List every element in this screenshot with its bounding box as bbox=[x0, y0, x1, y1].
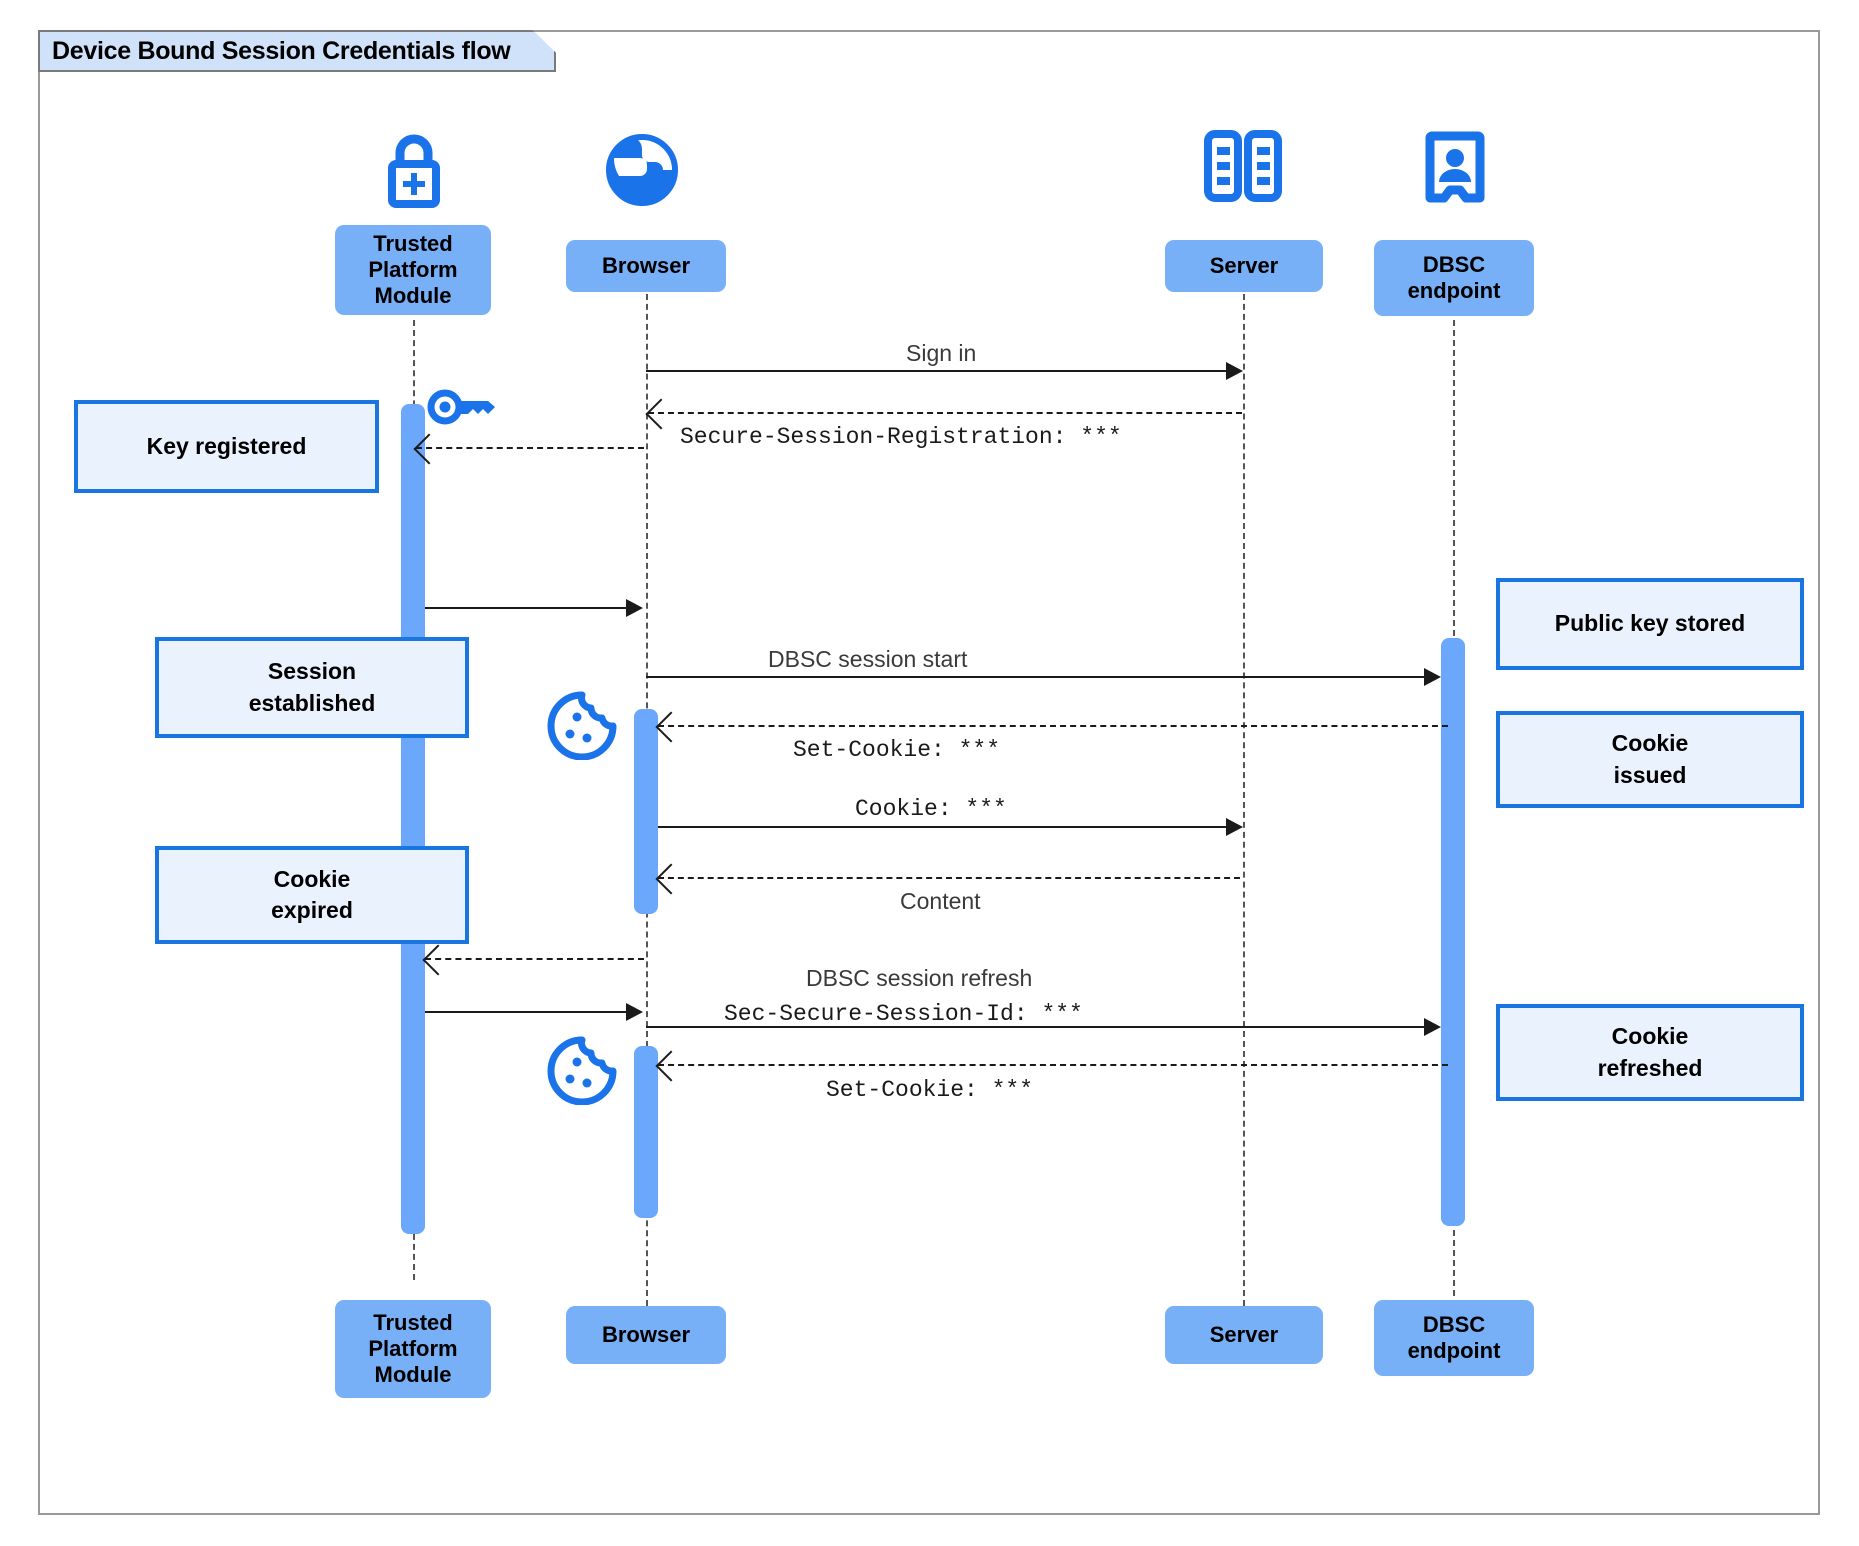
participant-label-line1: DBSC bbox=[1422, 252, 1486, 278]
note-cookie-expired: Cookie expired bbox=[155, 846, 469, 944]
message-label-content: Content bbox=[900, 888, 981, 914]
note-text-line1: Session bbox=[267, 658, 357, 685]
lifeline-server bbox=[1243, 284, 1245, 1306]
cookie-icon bbox=[546, 1035, 618, 1110]
participant-tpm-top[interactable]: Trusted Platform Module bbox=[335, 225, 491, 315]
activation-bar-browser-2 bbox=[634, 1046, 658, 1218]
message-arrow-tpm-to-browser-key bbox=[425, 607, 640, 609]
note-text-line2: issued bbox=[1613, 761, 1687, 788]
participant-label-line1: Trusted bbox=[373, 231, 453, 257]
note-public-key-stored: Public key stored bbox=[1496, 578, 1804, 670]
globe-icon bbox=[602, 130, 682, 215]
arrowhead-right bbox=[1424, 1018, 1441, 1036]
participant-label-line1: Trusted bbox=[373, 1310, 453, 1336]
participant-dbsc-top[interactable]: DBSC endpoint bbox=[1374, 240, 1534, 316]
arrowhead-right bbox=[1226, 362, 1243, 380]
message-arrow-set-cookie-1 bbox=[658, 725, 1448, 727]
activation-bar-browser-1 bbox=[634, 709, 658, 914]
participant-label-line3: Module bbox=[374, 282, 452, 308]
participant-label-line2: endpoint bbox=[1407, 1338, 1501, 1363]
participant-server-bottom[interactable]: Server bbox=[1165, 1306, 1323, 1364]
message-label-set-cookie-2: Set-Cookie: *** bbox=[826, 1077, 1034, 1103]
participant-browser-top[interactable]: Browser bbox=[566, 240, 726, 292]
participant-label-line2: endpoint bbox=[1407, 278, 1501, 303]
participant-label-line2: Platform bbox=[368, 1336, 458, 1362]
arrowhead-right bbox=[626, 1003, 643, 1021]
cookie-icon bbox=[546, 690, 618, 765]
diagram-title-tab: Device Bound Session Credentials flow bbox=[38, 30, 556, 72]
participant-label: Server bbox=[1209, 253, 1279, 279]
key-icon bbox=[425, 385, 497, 436]
participant-label-line2: Platform bbox=[368, 257, 458, 283]
note-key-registered: Key registered bbox=[74, 400, 379, 493]
participant-label: Server bbox=[1209, 1322, 1279, 1348]
note-session-established: Session established bbox=[155, 637, 469, 738]
participant-tpm-bottom[interactable]: Trusted Platform Module bbox=[335, 1300, 491, 1398]
message-arrow-secure-session-registration bbox=[648, 412, 1242, 414]
note-text: Public key stored bbox=[1554, 610, 1746, 637]
page-title: Device Bound Session Credentials flow bbox=[52, 36, 511, 65]
server-rack-icon bbox=[1200, 128, 1286, 209]
note-cookie-refreshed: Cookie refreshed bbox=[1496, 1004, 1804, 1101]
message-arrow-cookie bbox=[658, 826, 1240, 828]
message-label-dbsc-session-refresh: DBSC session refresh bbox=[806, 965, 1033, 991]
note-text-line1: Cookie bbox=[1611, 1023, 1689, 1050]
message-arrow-content bbox=[658, 877, 1240, 879]
participant-server-top[interactable]: Server bbox=[1165, 240, 1323, 292]
note-text-line2: established bbox=[248, 689, 376, 716]
note-cookie-issued: Cookie issued bbox=[1496, 711, 1804, 808]
id-badge-icon bbox=[1424, 130, 1486, 211]
message-arrow-dbsc-session-refresh bbox=[646, 1026, 1436, 1028]
message-arrow-tpm-to-browser-sign bbox=[425, 1011, 640, 1013]
arrowhead-right bbox=[626, 599, 643, 617]
lock-plus-icon bbox=[370, 128, 458, 215]
note-text: Key registered bbox=[146, 432, 307, 459]
message-label-secure-session-registration: Secure-Session-Registration: *** bbox=[680, 424, 1122, 450]
message-label-set-cookie-1: Set-Cookie: *** bbox=[793, 737, 1001, 763]
note-text-line1: Cookie bbox=[273, 865, 351, 892]
activation-bar-tpm bbox=[401, 404, 425, 1234]
message-label-sec-secure-session-id: Sec-Secure-Session-Id: *** bbox=[724, 1001, 1083, 1027]
message-label-cookie: Cookie: *** bbox=[855, 796, 1007, 822]
participant-label: Browser bbox=[601, 253, 691, 279]
activation-bar-dbsc bbox=[1441, 638, 1465, 1226]
message-label-sign-in: Sign in bbox=[906, 340, 977, 366]
participant-label-line3: Module bbox=[374, 1361, 452, 1387]
note-text-line2: refreshed bbox=[1597, 1054, 1703, 1081]
note-text-line1: Cookie bbox=[1611, 730, 1689, 757]
participant-label: Browser bbox=[601, 1322, 691, 1348]
arrowhead-right bbox=[1226, 818, 1243, 836]
participant-dbsc-bottom[interactable]: DBSC endpoint bbox=[1374, 1300, 1534, 1376]
arrowhead-right bbox=[1424, 668, 1441, 686]
participant-label-line1: DBSC bbox=[1422, 1312, 1486, 1338]
message-arrow-browser-to-tpm-register bbox=[416, 447, 644, 449]
note-text-line2: expired bbox=[271, 897, 353, 923]
message-arrow-sign-in bbox=[646, 370, 1240, 372]
message-arrow-browser-to-tpm-refresh bbox=[425, 958, 644, 960]
message-label-dbsc-session-start: DBSC session start bbox=[768, 646, 968, 672]
message-arrow-set-cookie-2 bbox=[658, 1064, 1448, 1066]
message-arrow-dbsc-session-start bbox=[646, 676, 1436, 678]
participant-browser-bottom[interactable]: Browser bbox=[566, 1306, 726, 1364]
